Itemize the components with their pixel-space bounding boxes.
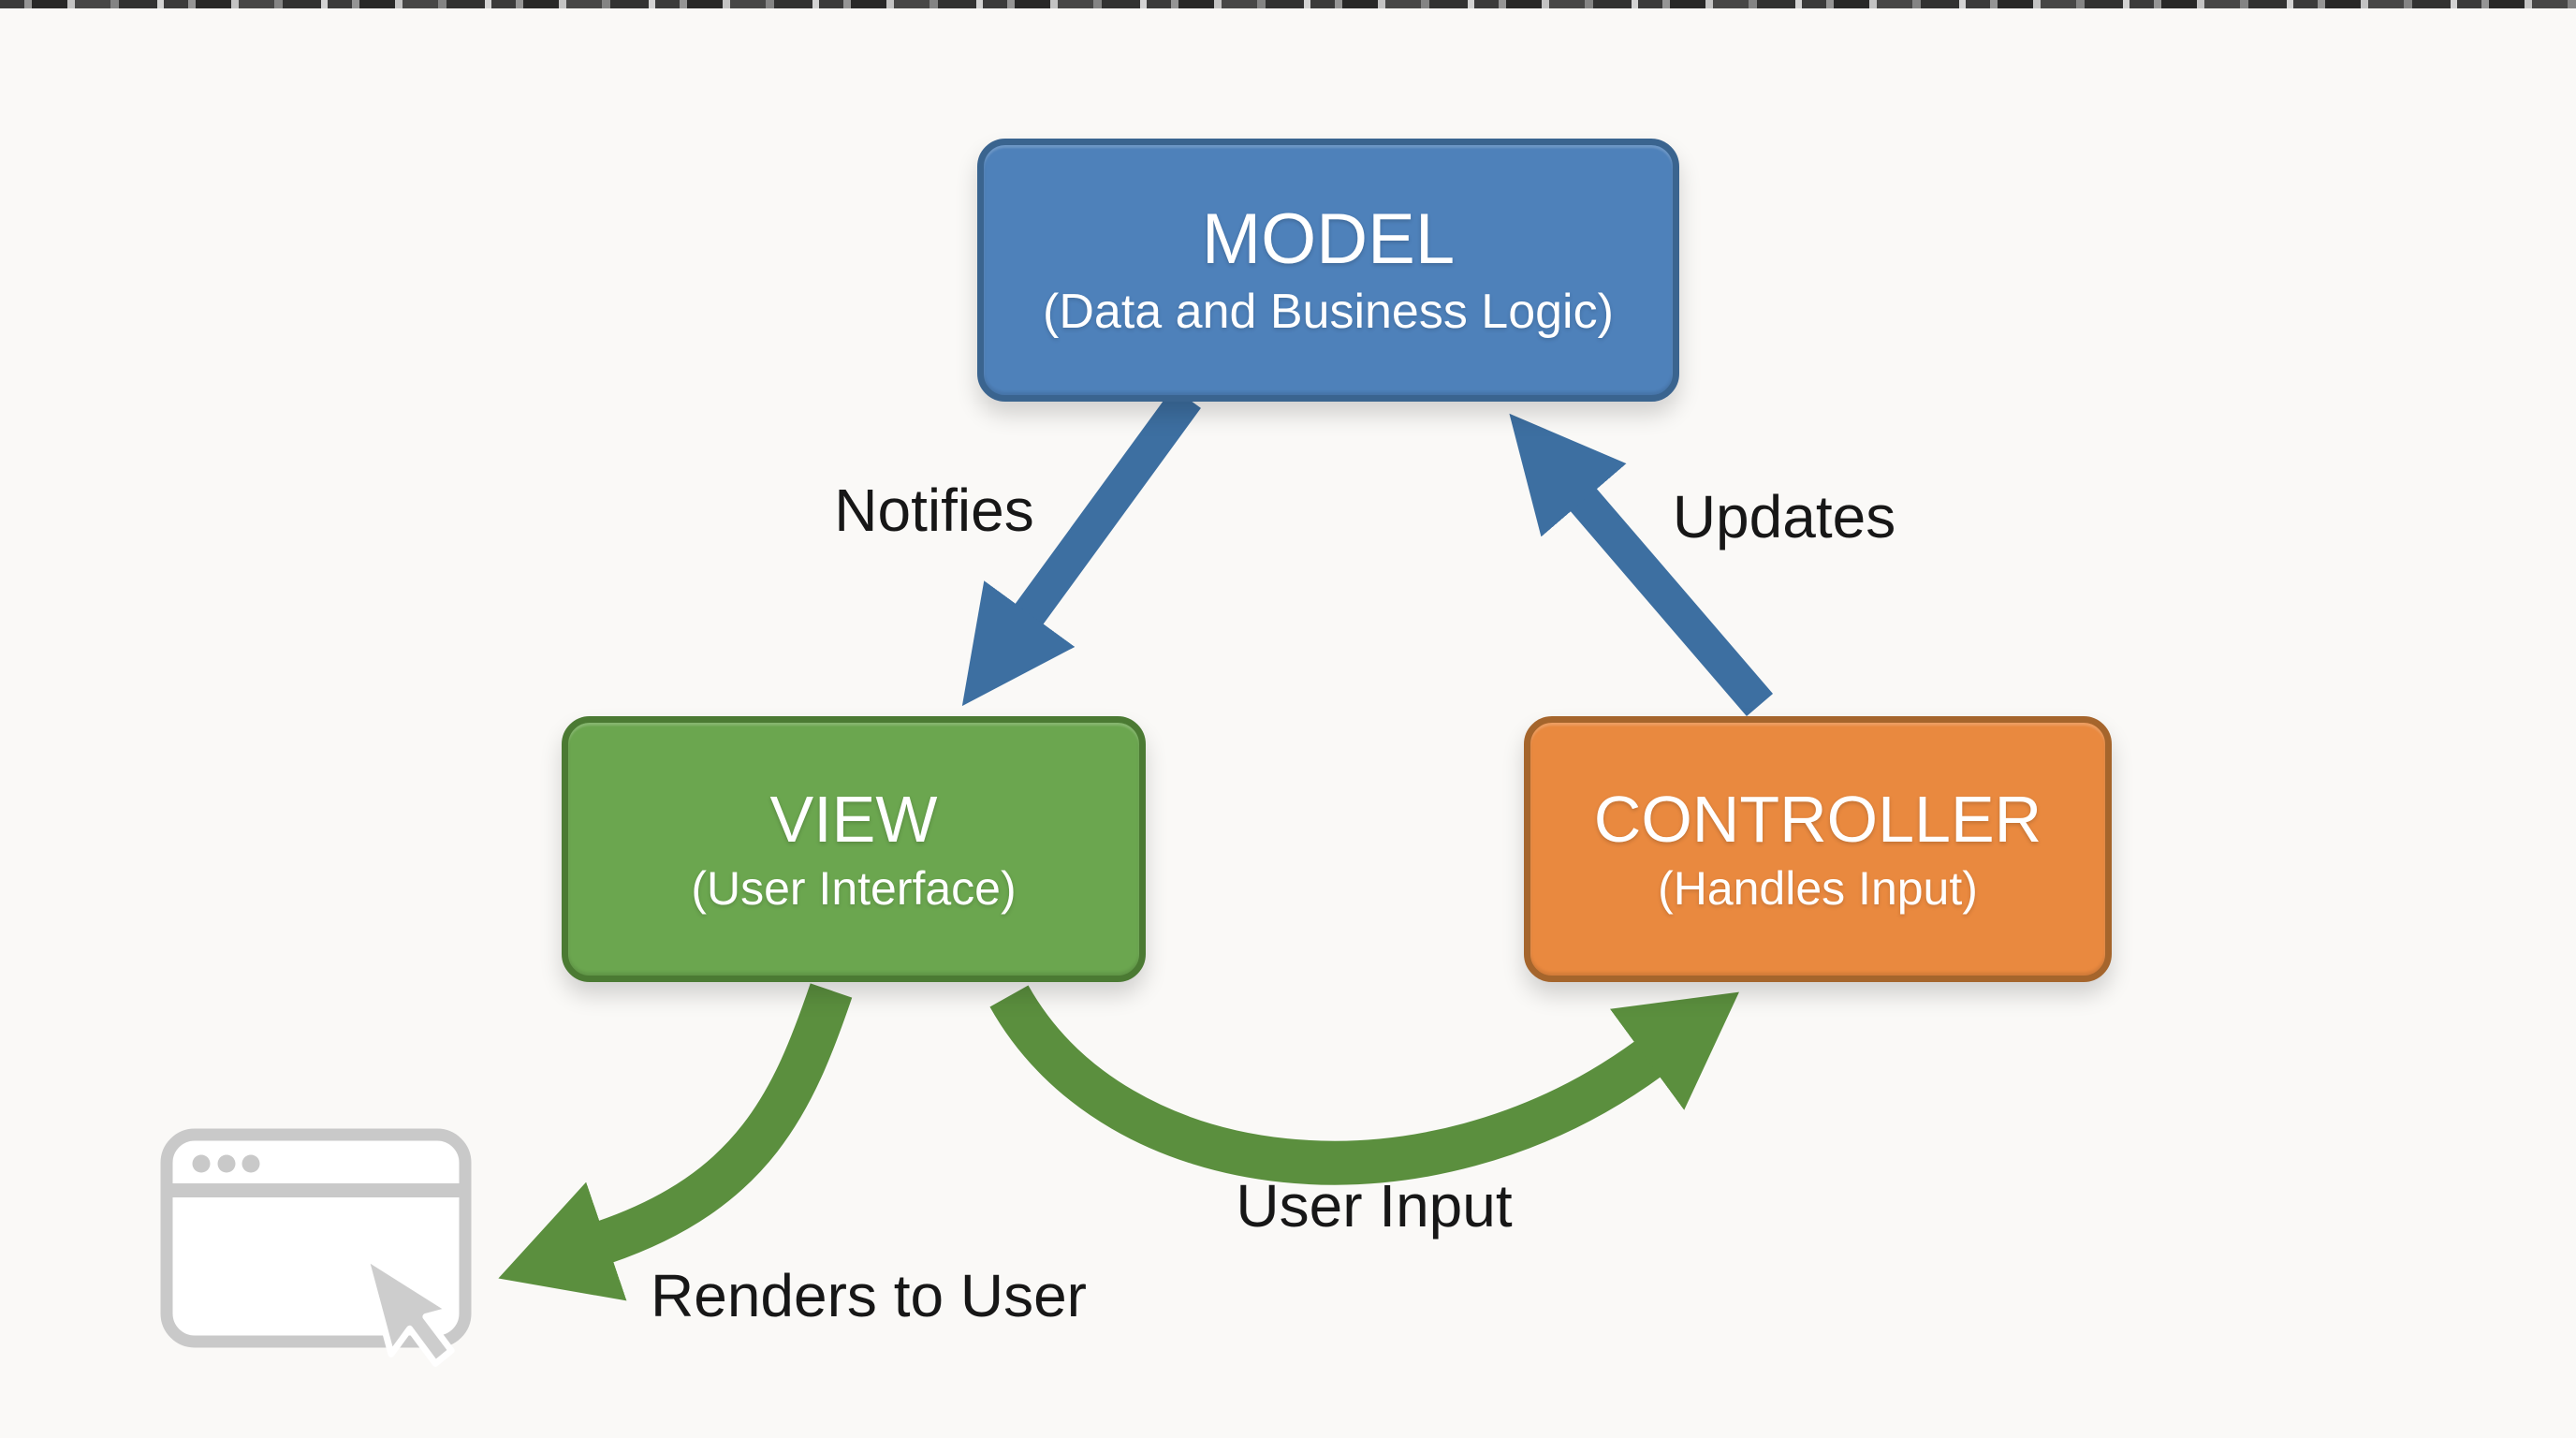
view-node: VIEW (User Interface): [562, 716, 1146, 982]
controller-subtitle: (Handles Input): [1658, 861, 1978, 915]
model-node: MODEL (Data and Business Logic): [977, 139, 1679, 402]
model-title: MODEL: [1201, 199, 1456, 280]
browser-dot-icon: [217, 1154, 236, 1173]
user-input-arrow: [989, 985, 1740, 1185]
renders-to-user-arrow: [498, 983, 853, 1301]
browser-dot-icon: [192, 1154, 211, 1173]
browser-window-icon: [160, 1128, 472, 1367]
notifies-label: Notifies: [834, 477, 1034, 544]
controller-title: CONTROLLER: [1593, 783, 2042, 856]
browser-toolbar-divider: [172, 1183, 460, 1197]
renders-to-user-label: Renders to User: [651, 1262, 1087, 1329]
notifies-arrow: [961, 388, 1201, 707]
updates-arrow: [1509, 413, 1774, 717]
cursor-arrow-icon: [361, 1253, 455, 1367]
model-subtitle: (Data and Business Logic): [1043, 285, 1614, 340]
top-edge-artifact: [0, 0, 2576, 8]
user-input-label: User Input: [1236, 1172, 1513, 1240]
controller-node: CONTROLLER (Handles Input): [1524, 716, 2112, 982]
browser-dot-icon: [242, 1154, 260, 1173]
view-subtitle: (User Interface): [691, 861, 1017, 915]
updates-label: Updates: [1672, 483, 1896, 550]
view-title: VIEW: [769, 783, 938, 856]
